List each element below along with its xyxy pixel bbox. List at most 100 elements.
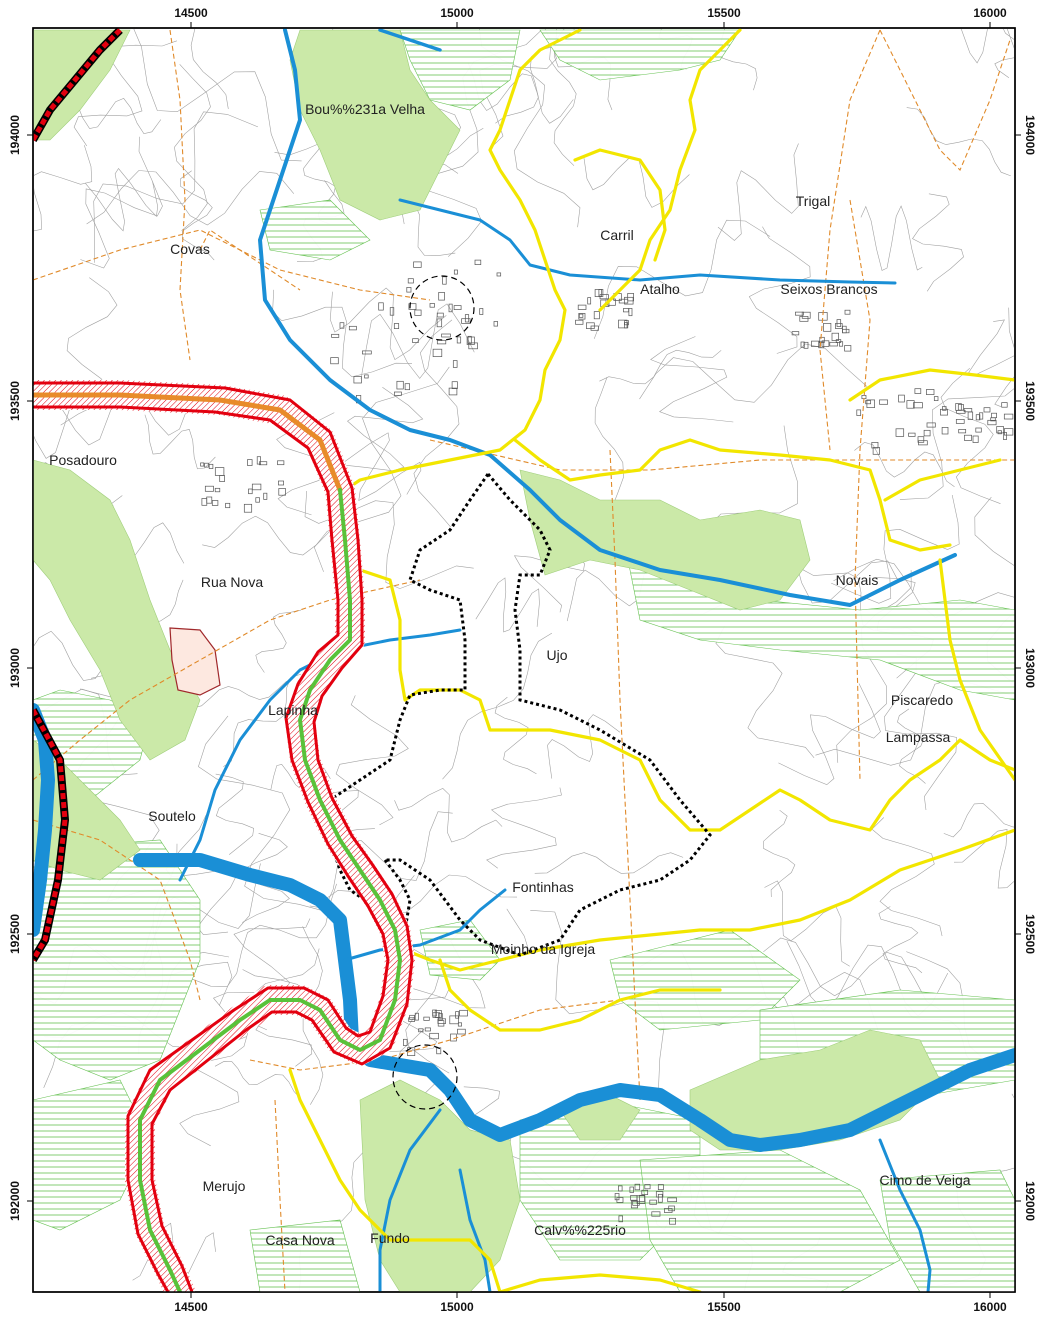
building [403, 1038, 408, 1046]
building [259, 461, 268, 466]
building [247, 459, 253, 466]
building [983, 407, 991, 413]
building [803, 341, 809, 349]
hatched-parcel [169, 627, 221, 696]
building [964, 434, 972, 441]
building [618, 1185, 623, 1192]
building [468, 342, 478, 350]
building [651, 1211, 661, 1217]
building [958, 429, 967, 434]
contour-line [748, 226, 811, 354]
building [407, 278, 414, 284]
building [624, 322, 629, 329]
building [496, 272, 502, 277]
stream-calvario [458, 1168, 492, 1292]
tick-top-14500: 14500 [174, 6, 208, 20]
building [872, 447, 880, 455]
building [799, 316, 809, 322]
contour-line [871, 817, 943, 937]
building [396, 380, 404, 390]
building [414, 1012, 419, 1021]
building [464, 314, 470, 323]
building [941, 427, 949, 435]
building [996, 426, 1004, 434]
contour-line [394, 788, 503, 843]
building [791, 331, 800, 336]
contour-line [73, 40, 178, 147]
label-novais: Novais [836, 572, 879, 588]
hatched-areas [33, 29, 1015, 1292]
building [455, 1011, 460, 1019]
contour-line [80, 136, 163, 269]
building [655, 1191, 664, 1198]
tick-left-193000: 193000 [8, 648, 22, 688]
building [657, 1193, 663, 1203]
contour-line [593, 219, 771, 339]
building [831, 332, 839, 341]
place-labels: Bou%%231a Velha Covas Carril Trigal Atal… [49, 101, 971, 1248]
building [649, 1199, 657, 1205]
building [208, 463, 214, 469]
building [389, 307, 395, 316]
building [429, 303, 435, 308]
label-cimo-de-veiga: Cimo de Veiga [879, 1172, 970, 1188]
yellow-roads [288, 28, 1015, 1292]
building [466, 336, 475, 345]
building [940, 408, 948, 416]
building [844, 345, 852, 352]
building [667, 1197, 677, 1203]
building [348, 325, 357, 331]
forest-areas [33, 29, 941, 1292]
building [630, 1195, 638, 1201]
building [644, 1184, 651, 1190]
contour-line [854, 441, 955, 488]
building [461, 318, 471, 324]
building [204, 462, 209, 468]
contour-line [650, 336, 734, 423]
tick-bottom-14500: 14500 [174, 1300, 208, 1314]
contour-line [84, 167, 159, 232]
building [438, 1013, 443, 1021]
building [866, 399, 875, 408]
label-fundo: Fundo [370, 1230, 410, 1246]
contour-line [553, 28, 613, 111]
building [453, 305, 462, 310]
building [459, 1009, 468, 1017]
rivers [33, 28, 1015, 1292]
label-covas: Covas [170, 241, 210, 257]
building [811, 340, 820, 347]
building [955, 419, 965, 424]
contour-line [304, 490, 474, 589]
tick-bottom-16000: 16000 [973, 1300, 1007, 1314]
contour-line [190, 28, 229, 109]
building [448, 303, 453, 313]
building [818, 341, 825, 349]
tick-bottom-15500: 15500 [707, 1300, 741, 1314]
building [942, 406, 947, 411]
contour-line [486, 787, 562, 869]
building [856, 409, 862, 416]
contour-line [413, 319, 460, 528]
contour-line [836, 570, 912, 763]
building [378, 302, 384, 311]
tick-top-16000: 16000 [973, 6, 1007, 20]
contour-line [215, 773, 255, 855]
building [436, 312, 444, 318]
building [456, 336, 462, 344]
contour-line [549, 28, 577, 166]
building [452, 360, 458, 368]
contour-line [223, 673, 302, 768]
building [906, 400, 915, 409]
contour-line [763, 937, 941, 1011]
building [362, 350, 372, 355]
contour-line [335, 695, 409, 826]
building [865, 400, 871, 405]
building [821, 340, 830, 347]
contour-line [960, 28, 1015, 64]
contour-line [174, 64, 211, 231]
label-soutelo: Soutelo [148, 808, 196, 824]
building-blocks [200, 259, 1014, 1225]
building [933, 396, 939, 401]
building [438, 292, 445, 301]
